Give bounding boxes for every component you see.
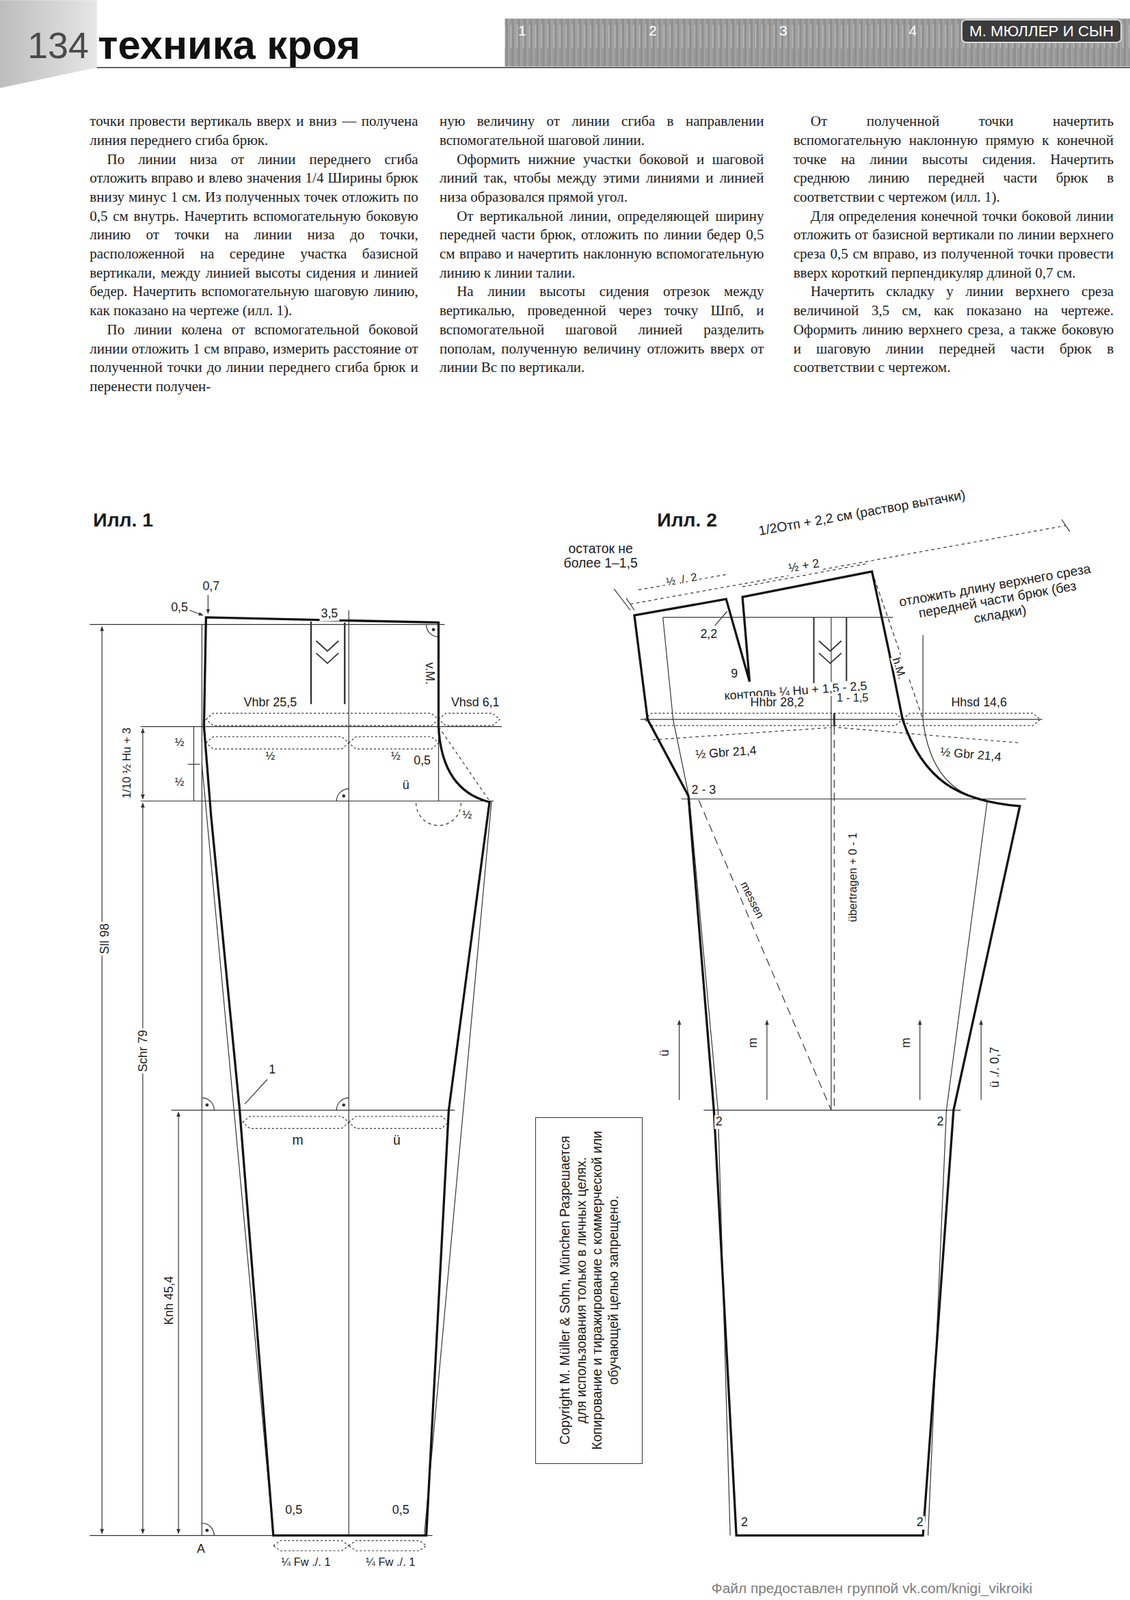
dimension-label: ½ [173,735,186,748]
dimension-label: Vhbr 25,5 [242,695,299,710]
dimension-label: 0,7 [200,579,221,594]
dimension-label: Hhsd 14,6 [949,695,1009,710]
body-paragraph: По линии колена от вспомогательной боков… [89,320,418,397]
dimension-label: Knh 45,4 [162,1274,177,1327]
body-paragraph: Начертить складку у линии верхнего среза… [793,282,1114,378]
dimension-label: ½ [389,749,402,762]
header-band [504,18,1130,67]
dimension-label: m [899,1035,914,1049]
text-column: точки провести вертикаль вверх и вниз — … [89,112,418,397]
publisher-name: М. МЮЛЛЕР И СЫН [969,21,1114,42]
dimension-label: 9 [729,667,739,681]
dimension-label: ü [391,1132,402,1148]
page-number: 134 [27,25,89,67]
dimension-label: 1 [267,1063,277,1077]
dimension-label: отложить длину верхнего среза передней ч… [889,559,1106,640]
dimension-label: ¼ Fw ./. 1 [280,1555,333,1568]
dimension-label: übertragen + 0 - 1 [846,831,859,924]
header-wedge [0,0,98,88]
dimension-label: m [747,1035,761,1049]
dimension-label: 1/10 ½ Hu + 3 [120,725,133,800]
dimension-label: Sll 98 [98,921,113,955]
dimension-label: 2,2 [698,627,719,642]
body-paragraph: ную величину от линии сгиба в направлени… [439,112,764,150]
copyright-box: Copyright M. Müller & Sohn, München Разр… [535,1117,643,1464]
dimension-label: Hhbr 28,2 [749,695,806,710]
dimension-label: Vhsd 6,1 [449,695,502,710]
body-paragraph: От полученной точки начертить вспомогате… [793,112,1114,208]
dimension-label: ü [658,1047,672,1058]
body-paragraph: По линии низа от линии переднего сгиба о… [89,150,418,321]
watermark: Файл предоставлен группой vk.com/knigi_v… [710,1579,1034,1596]
dimension-label: 3,5 [319,607,340,621]
figure-heading: Илл. 1 [91,509,155,531]
dimension-label: ¼ Fw ./. 1 [364,1555,417,1568]
dimension-label: ü [401,778,411,793]
publisher-tab: М. МЮЛЛЕР И СЫН [961,19,1122,44]
copyright-text: Copyright M. Müller & Sohn, München Разр… [556,1125,622,1456]
dimension-label: 1 - 1,5 [835,691,871,704]
text-column: От полученной точки начертить вспомогате… [793,112,1114,378]
dimension-label: ½ [264,749,277,762]
dimension-label: 2 [739,1516,750,1530]
tab-number: 3 [779,22,788,39]
page-title: техника кроя [97,22,361,68]
pattern-back [613,519,1070,1536]
body-paragraph: Оформить нижние участки боковой и шагово… [439,150,764,208]
figure-heading: Илл. 2 [655,509,719,531]
dimension-label: 2 [915,1516,925,1530]
pattern-front [89,594,502,1551]
body-paragraph: От вертикальной линии, определяющей шири… [439,207,764,284]
dimension-label: 0,5 [283,1503,304,1518]
dimension-label: остаток не более 1–1,5 [556,541,645,571]
dimension-label: messen [737,877,768,921]
tab-number: 1 [518,22,527,39]
dimension-label: m [291,1132,305,1148]
body-paragraph: Для определения конечной точки боковой л… [793,207,1114,284]
dimension-label: ½ ./. 2 [663,570,700,588]
dimension-label: 0,5 [412,754,433,768]
dimension-label: ü ./. 0,7 [988,1045,1003,1089]
dimension-label: ½ [173,775,186,788]
dimension-label: A [195,1542,207,1556]
dimension-label: ½ + 2 [786,556,822,576]
body-paragraph: На линии высоты сидения отрезок между ве… [439,282,764,378]
dimension-label: Schr 79 [137,1028,152,1074]
tab-number: 2 [648,22,657,39]
dimension-label: 0,5 [169,600,190,615]
dimension-label: ½ [460,807,474,820]
dimension-label: 1/2Отп + 2,2 см (раствор вытачки) [756,487,968,539]
body-paragraph: точки провести вертикаль вверх и вниз — … [89,112,418,150]
dimension-label: ½ Gbr 21,4 [693,743,759,762]
dimension-label: ½ Gbr 21,4 [938,745,1004,765]
dimension-label: 2 [935,1114,946,1129]
dimension-label: 2 [714,1114,724,1129]
dimension-label: 0,5 [391,1503,411,1518]
dimension-label: h.M. [890,654,910,682]
tab-number: 4 [908,22,917,39]
text-column: ную величину от линии сгиба в направлени… [439,112,764,378]
dimension-label: v.M. [422,660,437,685]
dimension-label: 2 - 3 [689,783,718,798]
